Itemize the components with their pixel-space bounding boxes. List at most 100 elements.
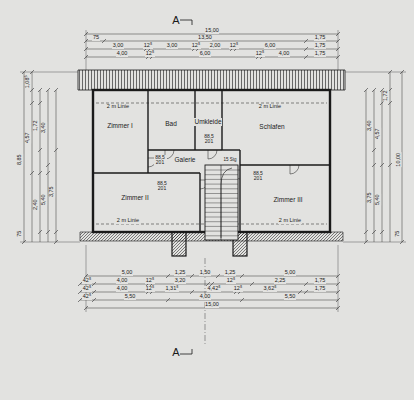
extension-line	[86, 30, 87, 70]
dimension-text: 4,42⁵	[207, 286, 221, 292]
extension-line	[345, 72, 406, 73]
wall-line	[222, 149, 240, 150]
dimension-text: 4,00	[278, 51, 290, 57]
dimension-tick	[92, 282, 96, 286]
dimension-text: 3,20	[174, 278, 186, 284]
room-name: Schlafen	[259, 123, 284, 130]
dimension-text: 4,00	[116, 51, 128, 57]
dimension-text: 5,50	[284, 294, 296, 300]
dimension-line	[390, 72, 391, 242]
two-metre-line	[96, 103, 327, 104]
dimension-tick	[38, 148, 42, 152]
dimension-text: 12⁵	[229, 43, 238, 49]
dimension-text: 12⁵	[255, 51, 264, 57]
dimension-text: 1,25	[224, 270, 236, 276]
dimension-tick	[30, 171, 34, 175]
dimension-text: 1,75	[314, 51, 326, 57]
dimension-text: 1,75	[314, 43, 326, 49]
section-marker	[192, 349, 193, 354]
note-label: 2 m Linie	[106, 104, 129, 110]
dimension-tick	[38, 88, 42, 92]
dimension-text: 12⁵	[145, 51, 154, 57]
dimension-tick	[54, 148, 58, 152]
dimension-text: 3,62⁵	[263, 286, 277, 292]
room: Bad	[163, 119, 179, 128]
dimension-tick	[380, 230, 384, 234]
dimension-text: 4,57	[25, 132, 31, 144]
dimension-text: 15,00	[205, 302, 220, 308]
dimension-text: 1,08⁵	[25, 75, 31, 89]
door-label: 88,5 201	[203, 134, 216, 144]
dimension-text: 1,75	[314, 286, 326, 292]
dimension-text: 75	[92, 35, 99, 41]
dimension-text: 8,85	[17, 154, 23, 166]
door-label: 88,5 201	[156, 181, 169, 191]
dimension-line	[374, 90, 375, 242]
note-label: 2 m Linie	[258, 104, 281, 110]
dimension-text: 2,00	[209, 43, 221, 49]
dimension-tick	[372, 148, 376, 152]
dimension-text: 42⁵	[82, 286, 91, 292]
dimension-text: 3,40	[367, 120, 373, 132]
section-marker-label: A	[172, 15, 180, 26]
section-marker	[180, 354, 192, 355]
dimension-tick	[304, 282, 308, 286]
stair-tread	[205, 217, 238, 218]
dimension-text: 4,57	[375, 128, 381, 140]
dimension-tick	[38, 230, 42, 234]
dimension-line	[40, 90, 41, 242]
stair-tread	[205, 174, 238, 175]
section-marker	[192, 20, 193, 25]
dimension-text: 2,40	[33, 199, 39, 211]
extension-line	[20, 242, 80, 243]
door-swing	[290, 165, 299, 174]
dimension-text: 12⁵	[145, 278, 154, 284]
dimension-line	[366, 90, 367, 242]
dimension-text: 3,75	[49, 186, 55, 198]
dimension-line	[382, 90, 383, 242]
wall-line	[240, 164, 330, 165]
wall-line	[239, 150, 240, 232]
door-label: 15 Stg	[223, 158, 237, 163]
dimension-tick	[92, 290, 96, 294]
dimension-tick	[240, 274, 244, 278]
dimension-tick	[388, 163, 392, 167]
section-marker-label: A	[172, 347, 180, 358]
wall-line	[147, 90, 148, 173]
dimension-tick	[364, 88, 368, 92]
dimension-tick	[46, 163, 50, 167]
extension-line	[338, 30, 339, 70]
dimension-tick	[38, 171, 42, 175]
dimension-tick	[304, 55, 308, 59]
room-name: Umkleide	[194, 118, 221, 125]
dimension-text: 5,50	[124, 294, 136, 300]
door-label: 88,5 201	[154, 155, 167, 165]
dimension-text: 5,40	[41, 194, 47, 206]
room-name: Zimmer II	[121, 194, 148, 201]
dimension-text: 1,25	[174, 270, 186, 276]
room: Umkleide	[192, 117, 223, 126]
dimension-text: 12⁵	[145, 286, 154, 292]
dimension-tick	[46, 171, 50, 175]
dimension-text: 12⁵	[226, 278, 235, 284]
dimension-tick	[304, 290, 308, 294]
door-swing	[208, 150, 217, 159]
dimension-text: 15,00	[205, 28, 220, 34]
dimension-text: 42⁵	[82, 278, 91, 284]
dimension-tick	[102, 39, 106, 43]
dimension-tick	[38, 101, 42, 105]
dimension-text: 13,50	[198, 35, 213, 41]
door-label: 88,5 201	[252, 171, 265, 181]
stair-tread	[205, 193, 238, 194]
dimension-text: 1,75	[314, 35, 326, 41]
dimension-tick	[250, 282, 254, 286]
dimension-text: 2,25	[274, 278, 286, 284]
dimension-text: 6,00	[264, 43, 276, 49]
stair-tread	[205, 198, 238, 199]
stair-tread	[205, 207, 238, 208]
dimension-line	[56, 90, 57, 242]
dimension-text: 5,00	[284, 270, 296, 276]
dimension-tick	[240, 298, 244, 302]
